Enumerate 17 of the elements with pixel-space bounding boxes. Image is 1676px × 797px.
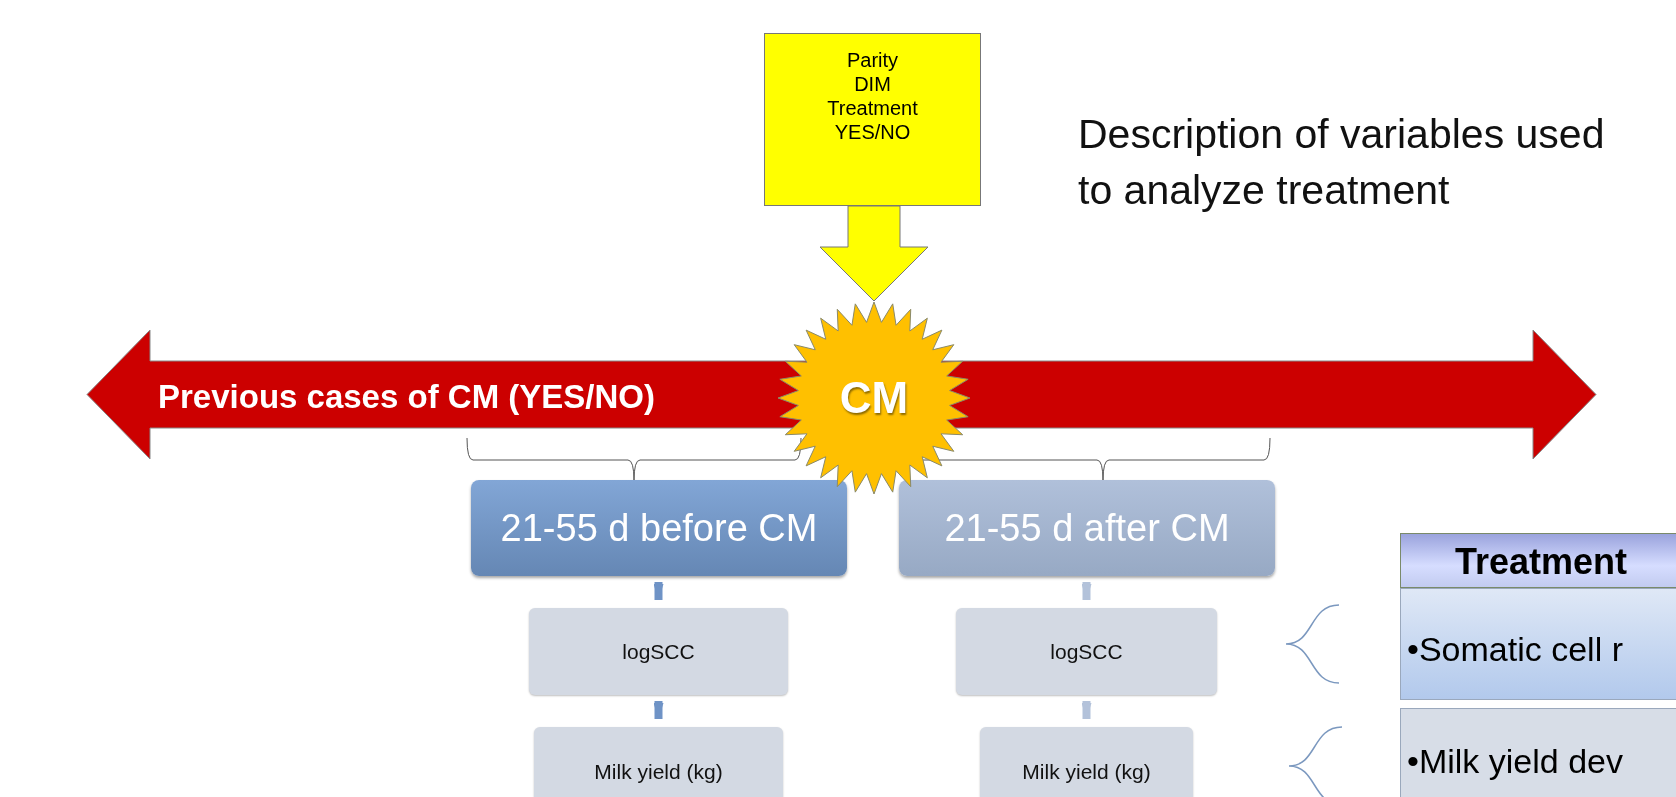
band-label: Previous cases of CM (YES/NO) — [158, 377, 655, 417]
period-box: 21-55 d after CM — [899, 480, 1275, 576]
table-row: •Milk yield dev — [1400, 708, 1676, 797]
variable-text: Treatment YES/NO — [826, 96, 919, 144]
variable-box: Milk yield (kg) — [980, 727, 1193, 797]
variable-text: DIM — [854, 72, 891, 96]
title-text: Description of variables used to analyze treatment — [1078, 110, 1606, 215]
starburst-label: CM — [838, 373, 910, 423]
table-header: Treatment — [1400, 533, 1676, 588]
variable-text: Parity — [846, 48, 899, 72]
table-row: •Somatic cell r — [1400, 588, 1676, 700]
arrow — [819, 205, 929, 302]
variable-box: logSCC — [529, 608, 788, 695]
variable-box: Milk yield (kg) — [534, 727, 783, 797]
callout-box — [764, 33, 981, 206]
period-box: 21-55 d before CM — [471, 480, 847, 576]
variable-box: logSCC — [956, 608, 1217, 695]
